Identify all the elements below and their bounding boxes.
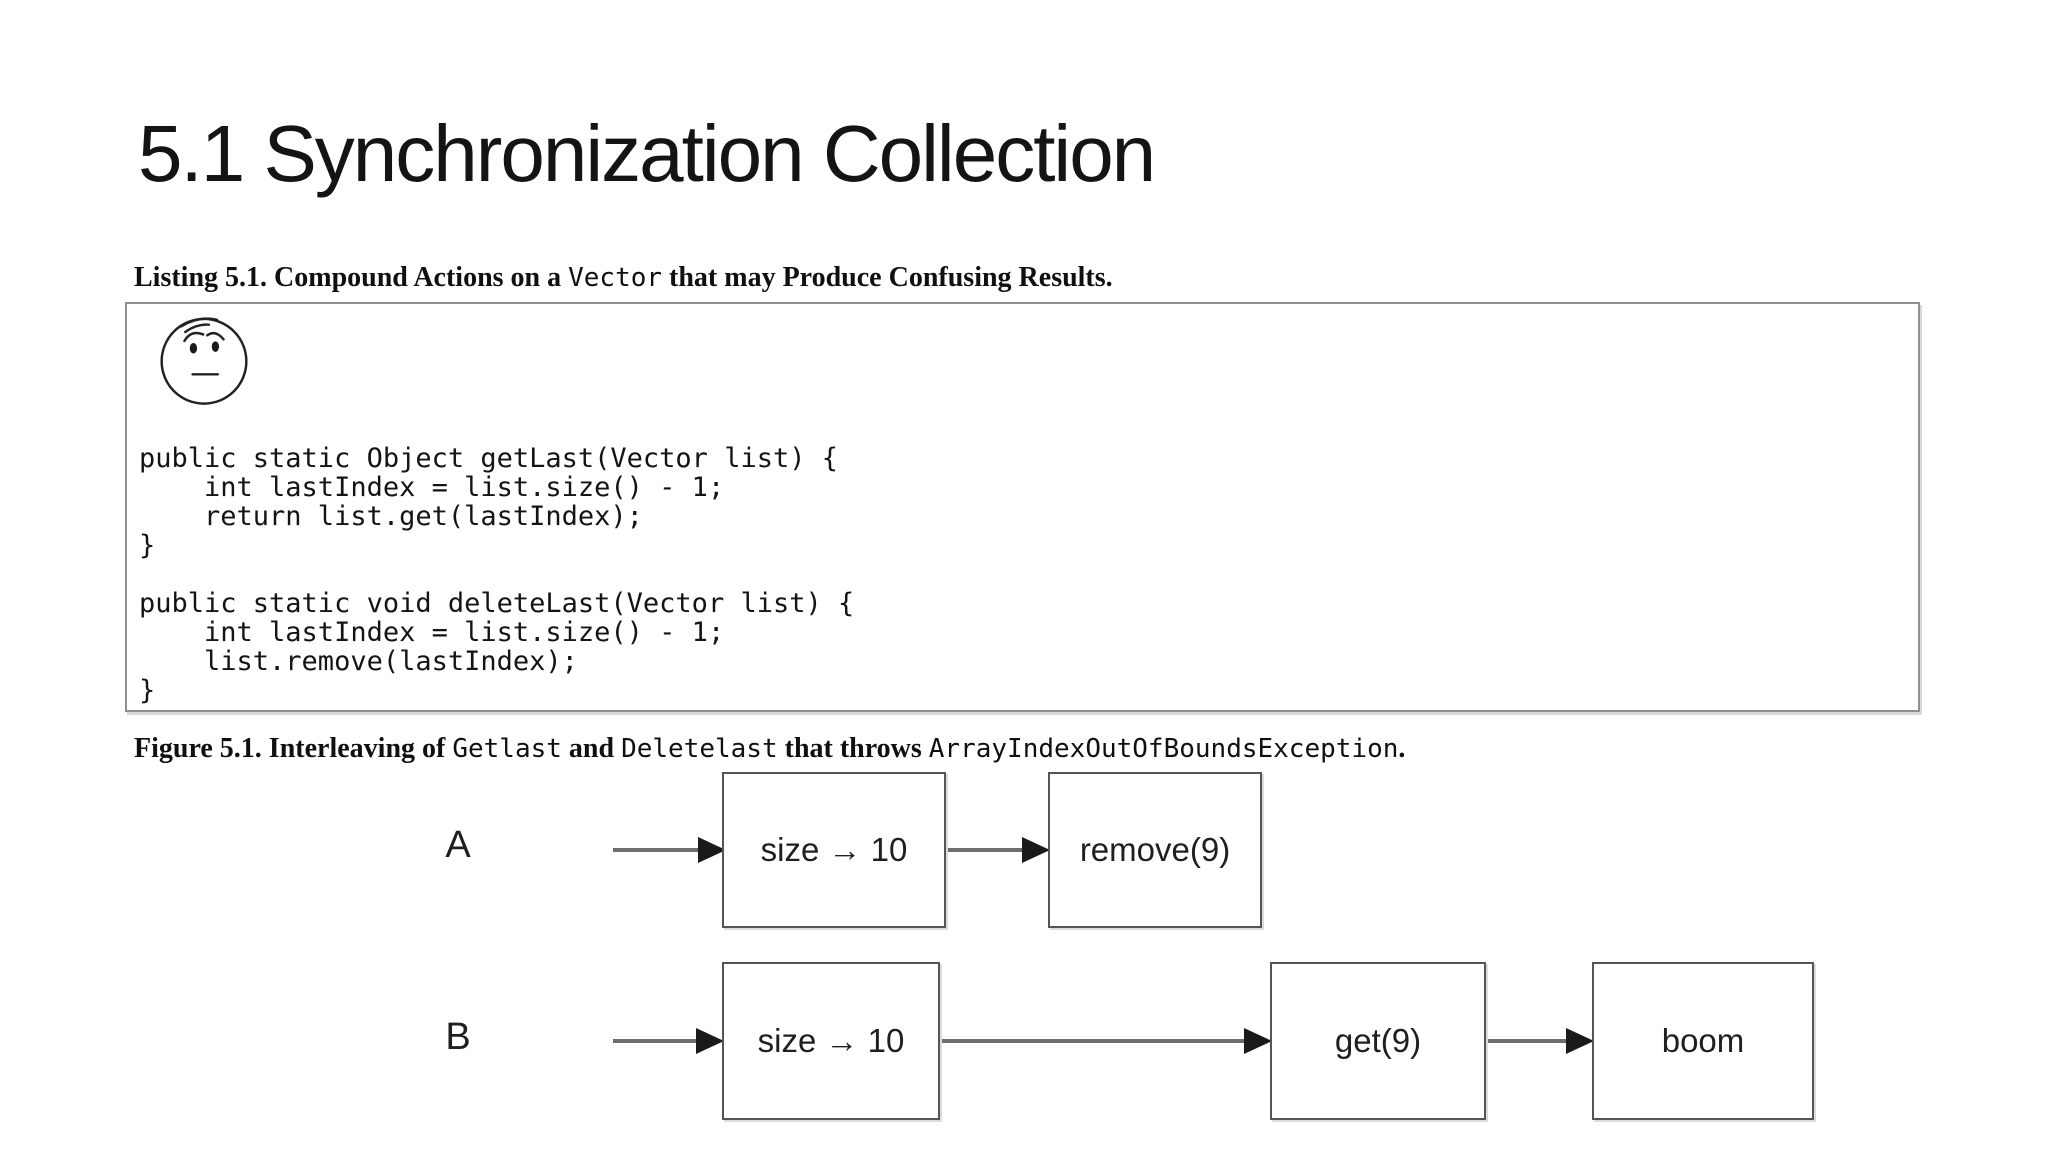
face-right-eyebrow: [206, 331, 225, 341]
figure-caption-mid1: and: [561, 733, 622, 764]
arrowhead-b-size-to-get: [1244, 1028, 1272, 1054]
diagram-box-b-get: get(9): [1270, 962, 1486, 1120]
confused-face-icon: [160, 317, 248, 405]
arrowhead-b-get-to-boom: [1566, 1028, 1594, 1054]
face-left-eye: [189, 342, 198, 354]
code-listing-panel: public static Object getLast(Vector list…: [125, 302, 1920, 712]
thread-label-b: B: [445, 1016, 471, 1058]
face-outline: [160, 317, 248, 405]
diagram-box-b-boom: boom: [1592, 962, 1814, 1120]
listing-caption-suffix: that may Produce Confusing Results.: [662, 262, 1113, 293]
page-title: 5.1 Synchronization Collection: [138, 109, 1156, 198]
figure-caption-suffix: .: [1398, 733, 1406, 764]
code-block: public static Object getLast(Vector list…: [139, 443, 855, 706]
arrowhead-a-size-to-remove: [1022, 837, 1050, 863]
listing-caption-prefix: Listing 5.1. Compound Actions on a: [134, 262, 569, 293]
diagram-box-b-size: size → 10: [722, 962, 940, 1120]
listing-caption-code: Vector: [568, 263, 663, 293]
diagram-box-a-remove: remove(9): [1048, 772, 1262, 928]
figure-caption-mid2: that throws: [777, 733, 929, 764]
face-right-eye: [211, 341, 220, 352]
figure-caption-code-getlast: Getlast: [452, 734, 562, 764]
arrowhead-b-start: [696, 1028, 724, 1054]
diagram-box-a-size: size → 10: [722, 772, 946, 928]
face-hair-line: [179, 317, 219, 328]
figure-caption: Figure 5.1. Interleaving of Getlast and …: [134, 733, 1405, 765]
face-hair-line: [184, 323, 211, 334]
thread-label-a: A: [445, 824, 471, 866]
figure-caption-code-exception: ArrayIndexOutOfBoundsException: [928, 734, 1399, 764]
face-left-eyebrow: [183, 331, 205, 343]
figure-caption-prefix: Figure 5.1. Interleaving of: [134, 733, 453, 764]
listing-caption: Listing 5.1. Compound Actions on a Vecto…: [134, 262, 1113, 294]
figure-caption-code-deletelast: Deletelast: [621, 734, 778, 764]
